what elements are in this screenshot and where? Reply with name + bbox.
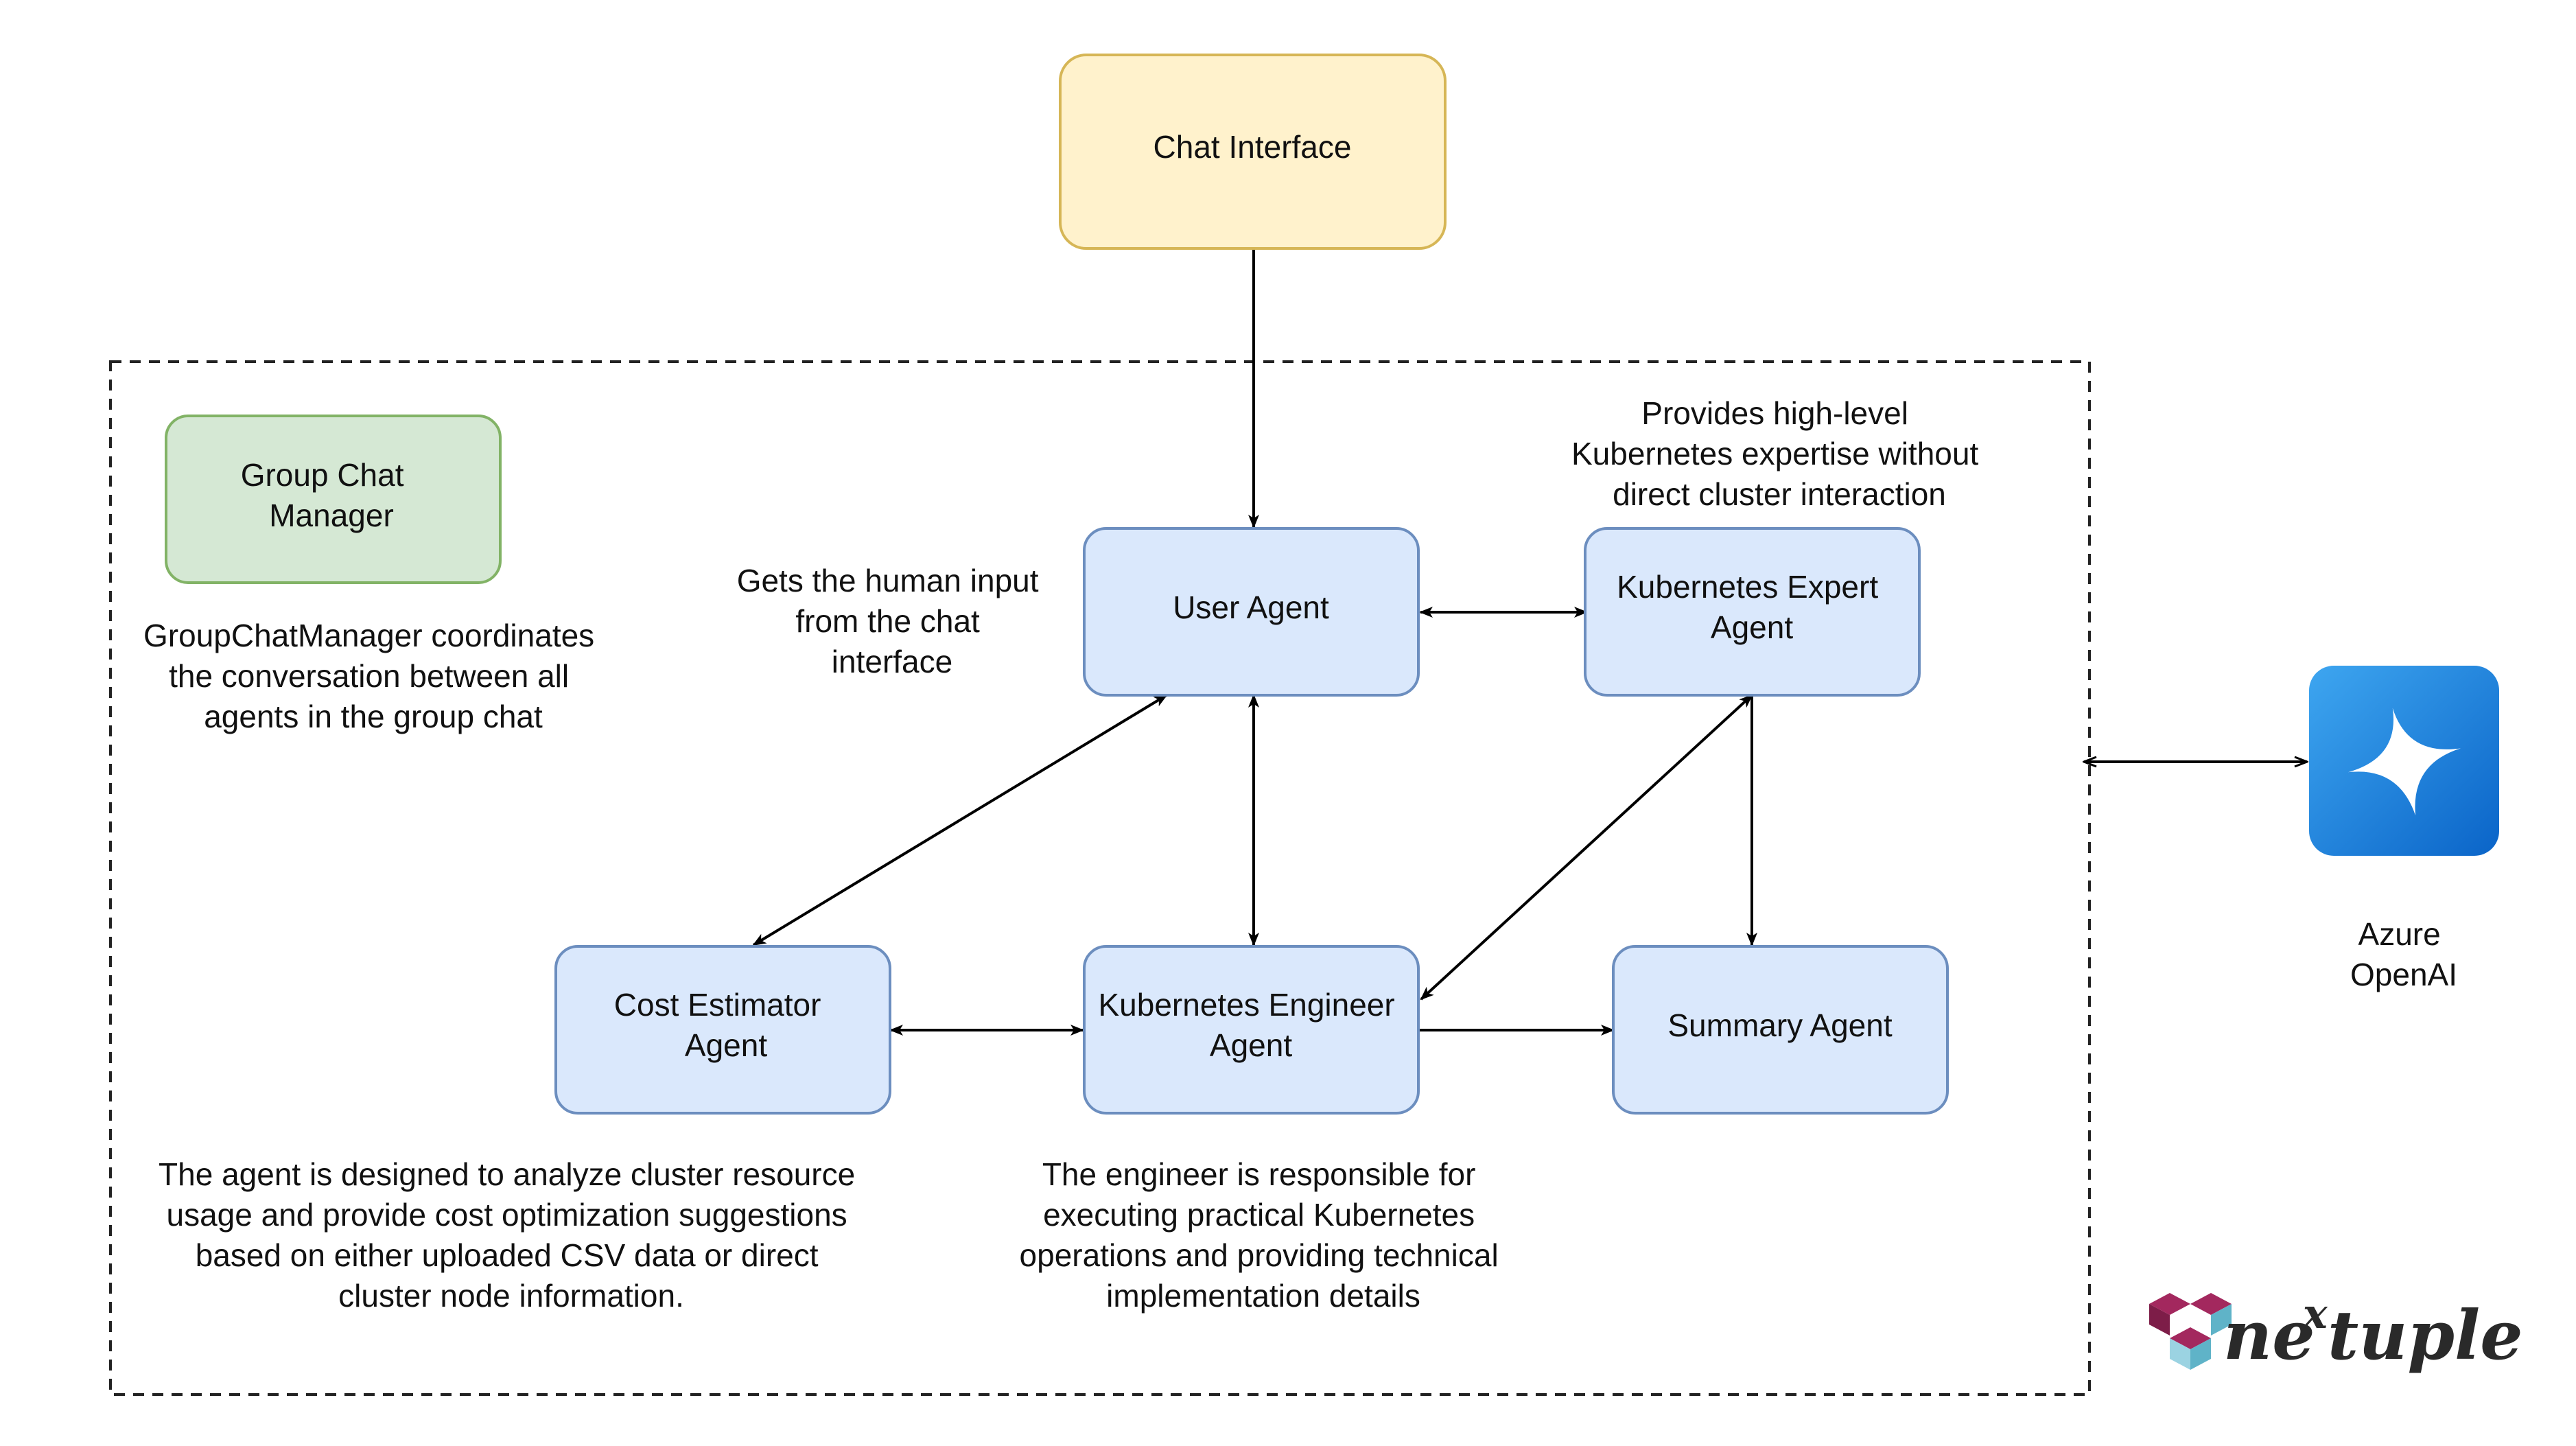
kubernetes-engineer-agent-label: Kubernetes Engineer Agent <box>1099 987 1404 1063</box>
note-user-agent: Gets the human input from the chat inter… <box>737 563 1048 679</box>
node-chat-interface[interactable]: Chat Interface <box>1059 54 1447 250</box>
node-kubernetes-engineer-agent[interactable]: Kubernetes Engineer Agent <box>1083 945 1420 1115</box>
note-cost-estimator: The agent is designed to analyze cluster… <box>159 1156 864 1314</box>
node-kubernetes-expert-agent[interactable]: Kubernetes Expert Agent <box>1584 527 1921 697</box>
connectors <box>752 250 2307 1036</box>
note-kubernetes-engineer: The engineer is responsible for executin… <box>1020 1156 1508 1314</box>
chat-interface-label: Chat Interface <box>1154 129 1352 165</box>
node-group-chat-manager[interactable]: Group Chat Manager <box>165 415 502 584</box>
node-cost-estimator-agent[interactable]: Cost Estimator Agent <box>554 945 891 1115</box>
svg-text:tuple: tuple <box>2328 1296 2523 1375</box>
agent-group-boundary <box>109 360 2091 1396</box>
note-group-chat-manager: GroupChatManager coordinates the convers… <box>143 618 603 734</box>
group-chat-manager-label: Group Chat Manager <box>241 457 413 533</box>
user-agent-label: User Agent <box>1173 590 1329 625</box>
node-azure-openai[interactable]: Azure OpenAI <box>2309 666 2499 992</box>
svg-text:ne: ne <box>2223 1296 2315 1375</box>
svg-text:x: x <box>2302 1290 2328 1338</box>
nextuple-logo: ne x tuple <box>2149 1290 2523 1375</box>
edge-expert-engineer <box>1420 694 1753 1001</box>
cost-estimator-agent-label: Cost Estimator Agent <box>614 987 830 1063</box>
kubernetes-expert-agent-label: Kubernetes Expert Agent <box>1617 569 1887 645</box>
azure-openai-icon <box>2309 666 2499 856</box>
node-summary-agent[interactable]: Summary Agent <box>1612 945 1949 1115</box>
edge-user-cost <box>752 694 1168 946</box>
node-user-agent[interactable]: User Agent <box>1083 527 1420 697</box>
logo-cubes-icon <box>2149 1293 2232 1370</box>
summary-agent-label: Summary Agent <box>1667 1007 1892 1043</box>
azure-openai-label: Azure OpenAI <box>2350 916 2457 992</box>
note-kubernetes-expert: Provides high-level Kubernetes expertise… <box>1571 395 1987 512</box>
